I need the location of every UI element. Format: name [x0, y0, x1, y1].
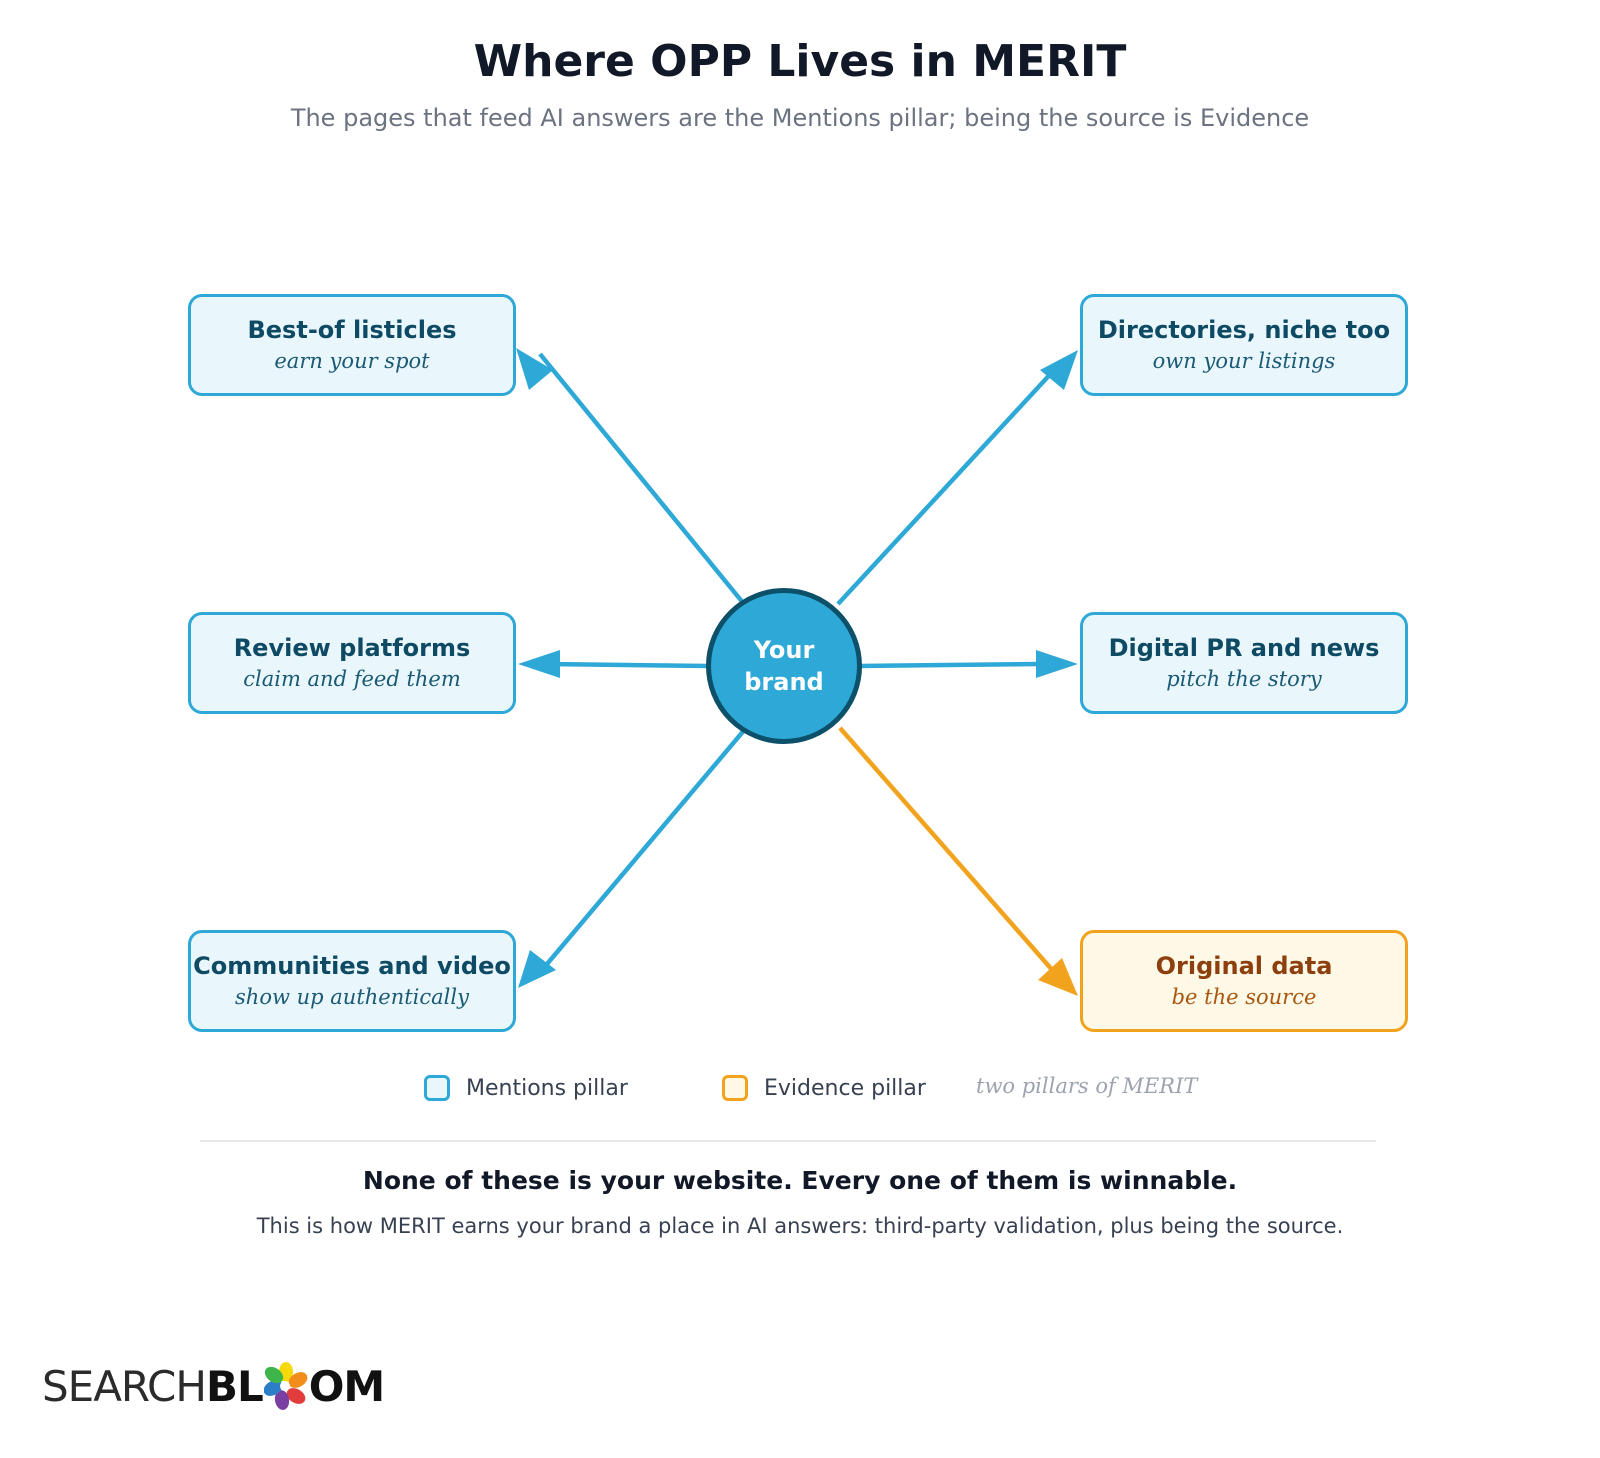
node-communities: Communities and video show up authentica… [188, 930, 516, 1032]
node-review-platforms: Review platforms claim and feed them [188, 612, 516, 714]
node-original-data: Original data be the source [1080, 930, 1408, 1032]
arrow-to-directories [836, 350, 1078, 606]
footer-headline: None of these is your website. Every one… [362, 1166, 1238, 1195]
flower-icon [263, 1362, 308, 1410]
page-subtitle: The pages that feed AI answers are the M… [290, 104, 1310, 132]
node-best-of-listicles: Best-of listicles earn your spot [188, 294, 516, 396]
node-title: Digital PR and news [1108, 634, 1380, 662]
page-title: Where OPP Lives in MERIT [473, 36, 1127, 87]
node-subtitle: be the source [1171, 985, 1317, 1009]
node-subtitle: claim and feed them [243, 667, 461, 691]
legend-note: two pillars of MERIT [976, 1074, 1198, 1098]
legend-swatch-mentions [424, 1075, 450, 1101]
node-title: Original data [1155, 952, 1333, 980]
node-subtitle: show up authentically [235, 985, 469, 1009]
divider [200, 1140, 1376, 1142]
node-title: Best-of listicles [247, 316, 457, 344]
node-subtitle: pitch the story [1166, 667, 1322, 691]
footer-text: This is how MERIT earns your brand a pla… [256, 1214, 1344, 1238]
arrow-to-digital-pr [859, 650, 1078, 678]
legend-label-mentions: Mentions pillar [466, 1075, 628, 1101]
node-subtitle: own your listings [1152, 349, 1336, 373]
node-subtitle: earn your spot [274, 349, 430, 373]
arrow-to-best-of-listicles [516, 348, 746, 606]
node-directories: Directories, niche too own your listings [1080, 294, 1408, 396]
legend-mentions: Mentions pillar [424, 1070, 628, 1106]
logo-text-search: SEARCH [42, 1361, 207, 1411]
center-label: Your brand [744, 636, 824, 696]
arrow-to-communities [518, 726, 748, 988]
logo-text-bl: BL [205, 1361, 264, 1411]
node-title: Review platforms [233, 634, 471, 662]
node-digital-pr: Digital PR and news pitch the story [1080, 612, 1408, 714]
logo-text-om: OM [308, 1361, 385, 1411]
legend-swatch-evidence [722, 1075, 748, 1101]
legend-label-evidence: Evidence pillar [764, 1075, 926, 1101]
node-title: Directories, niche too [1097, 316, 1391, 344]
searchbloom-logo: SEARCH BL OM [42, 1358, 385, 1414]
center-brand-node: Your brand [706, 588, 862, 744]
arrow-to-original-data [838, 726, 1078, 996]
node-title: Communities and video [193, 952, 511, 980]
legend-evidence: Evidence pillar [722, 1070, 926, 1106]
arrow-to-review-platforms [518, 650, 709, 678]
